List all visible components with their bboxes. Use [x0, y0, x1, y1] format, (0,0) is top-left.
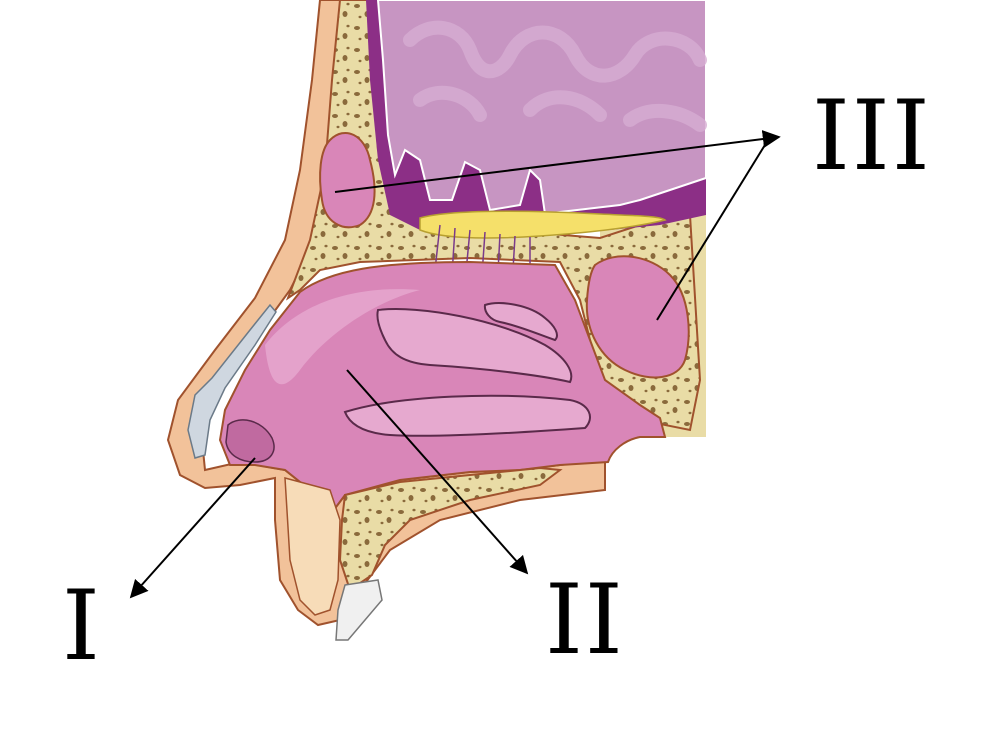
nasal-vestibule: [225, 419, 275, 463]
label-III: III: [812, 80, 932, 192]
arrow-label-III-frontal: [334, 130, 781, 193]
incisor-tooth: [335, 579, 383, 641]
label-II: II: [545, 564, 625, 676]
pointer-arrows: [129, 130, 781, 599]
sphenoid-sinus: [585, 255, 690, 379]
frontal-sinus: [319, 131, 376, 229]
arrow-label-II: [346, 369, 529, 575]
inferior-turbinate: [343, 394, 591, 437]
olfactory-bulb: [419, 210, 667, 239]
nasal-cavity-highlight: [265, 289, 420, 385]
brain-gyri: [403, 20, 707, 132]
alar-cartilage: [187, 303, 277, 459]
superior-turbinate: [483, 302, 558, 342]
label-I: I: [62, 570, 102, 682]
hard-palate: [338, 466, 563, 592]
middle-turbinate: [376, 308, 573, 384]
arrow-label-III-sphenoid: [656, 139, 769, 321]
upper-lip: [284, 477, 341, 616]
arrow-label-I: [129, 457, 256, 599]
